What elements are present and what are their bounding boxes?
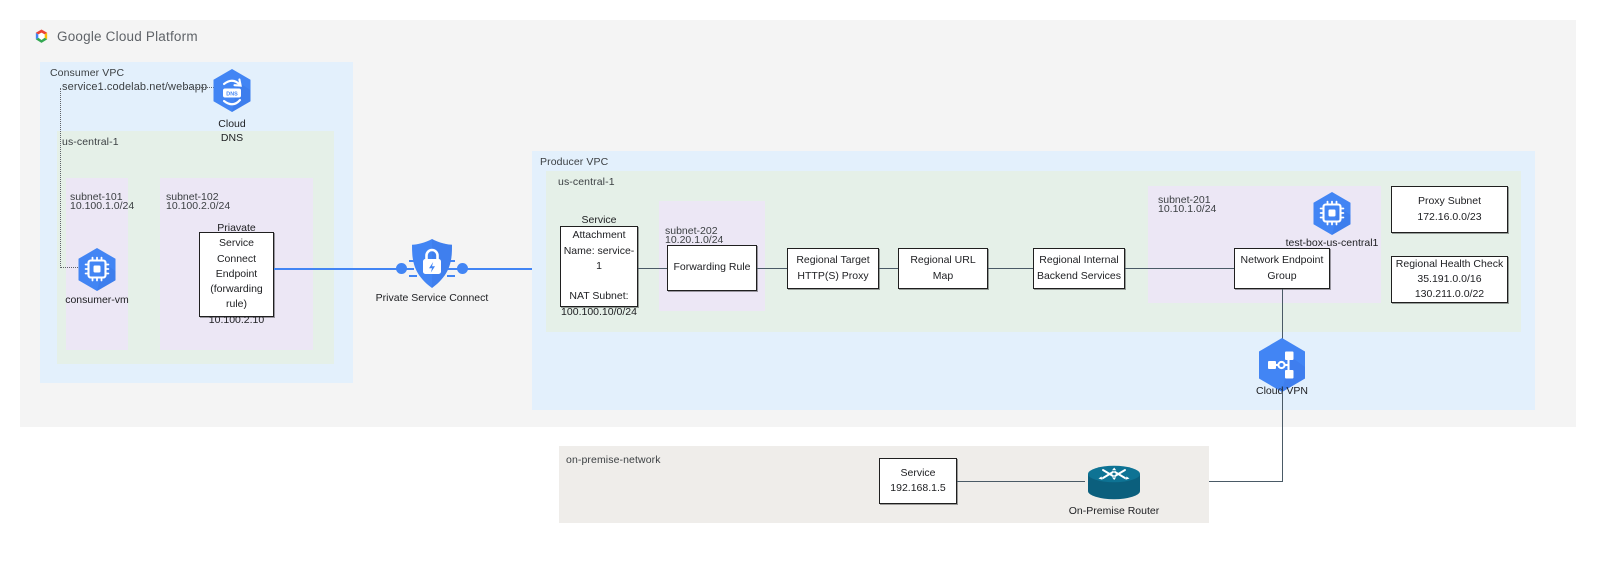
backend-services-box[interactable]: Regional Internal Backend Services [1033,248,1125,289]
network-endpoint-group-box[interactable]: Network Endpoint Group [1234,248,1330,289]
compute-engine-icon [78,248,116,291]
dns-path-elbow [60,267,82,268]
health-check-box[interactable]: Regional Health Check 35.191.0.0/16 130.… [1391,256,1508,303]
link-urlmap-to-backend [988,268,1033,269]
subnet-101-label: subnet-101 [70,191,123,203]
cloud-dns-caption: Cloud DNS [218,118,246,145]
target-proxy-box[interactable]: Regional Target HTTP(S) Proxy [787,248,879,289]
subnet-202-label: subnet-202 [665,225,718,237]
test-box-node[interactable]: test-box-us-central1 [1286,191,1378,249]
consumer-region-label: us-central-1 [62,136,119,148]
link-psc-to-attachment [448,268,560,270]
on-premise-router-caption: On-Premise Router [1068,505,1160,517]
subnet-102-cidr: 10.100.2.0/24 [166,200,231,212]
psc-dash-l1 [409,260,417,262]
producer-region-label: us-central-1 [558,176,615,188]
cloud-vpn-caption: Cloud VPN [1256,385,1308,397]
link-proxy-to-urlmap [879,268,898,269]
psc-dash-r2 [447,275,455,277]
link-neg-to-vpn [1282,289,1283,341]
psc-left-dot [396,263,407,274]
cloud-vpn-node[interactable]: Cloud VPN [1255,337,1309,397]
test-box-caption: test-box-us-central1 [1285,237,1379,249]
producer-vpc-label: Producer VPC [540,156,609,168]
service-attachment-box[interactable]: Service Attachment Name: service-1 NAT S… [560,214,638,318]
consumer-vm-node[interactable]: consumer-vm [65,247,129,306]
forwarding-rule-box[interactable]: Forwarding Rule [667,245,757,291]
link-endpoint-to-psc [274,268,414,270]
consumer-vm-caption: consumer-vm [65,294,129,306]
dns-path-to-dns [185,87,218,88]
cloud-dns-icon: DNS [213,69,251,112]
compute-engine-icon [1313,192,1351,235]
subnet-201-cidr: 10.10.1.0/24 [1158,203,1217,215]
psc-dash-l2 [409,275,417,277]
dns-record-label: service1.codelab.net/webapp [62,81,208,93]
proxy-subnet-box[interactable]: Proxy Subnet 172.16.0.0/23 [1391,186,1508,233]
svg-text:DNS: DNS [226,91,238,97]
psc-endpoint-box[interactable]: Priavate Service Connect Endpoint (forwa… [199,222,274,326]
link-service-to-router [957,481,1085,482]
private-service-connect-node[interactable]: Private Service Connect [376,238,488,304]
psc-right-dot [457,263,468,274]
subnet-101-cidr: 10.100.1.0/24 [70,200,135,212]
link-attachment-to-fr [638,268,667,269]
psc-dash-r1 [447,260,455,262]
subnet-202-cidr: 10.20.1.0/24 [665,234,724,246]
on-premise-service-box[interactable]: Service 192.168.1.5 [879,458,957,504]
brand-label: Google Cloud Platform [57,29,198,44]
on-premise-router-node[interactable]: On-Premise Router [1069,461,1159,517]
on-premise-label: on-premise-network [566,454,661,466]
link-backend-to-neg [1125,268,1234,269]
gcp-header: Google Cloud Platform [33,28,198,45]
psc-caption: Private Service Connect [375,292,489,304]
cloud-dns-node[interactable]: DNS Cloud DNS [211,68,253,144]
link-fr-to-proxy [757,268,787,269]
cloud-vpn-icon [1259,338,1305,392]
dns-path-vertical [60,88,61,268]
link-vpn-to-onprem-vertical [1282,392,1283,481]
consumer-vpc-label: Consumer VPC [50,67,125,79]
url-map-box[interactable]: Regional URL Map [898,248,988,289]
subnet-201-label: subnet-201 [1158,194,1211,206]
subnet-102-label: subnet-102 [166,191,219,203]
google-cloud-logo-icon [33,28,50,45]
private-service-connect-icon [412,239,452,288]
router-icon [1088,465,1140,500]
link-vpn-to-router [1141,481,1283,482]
